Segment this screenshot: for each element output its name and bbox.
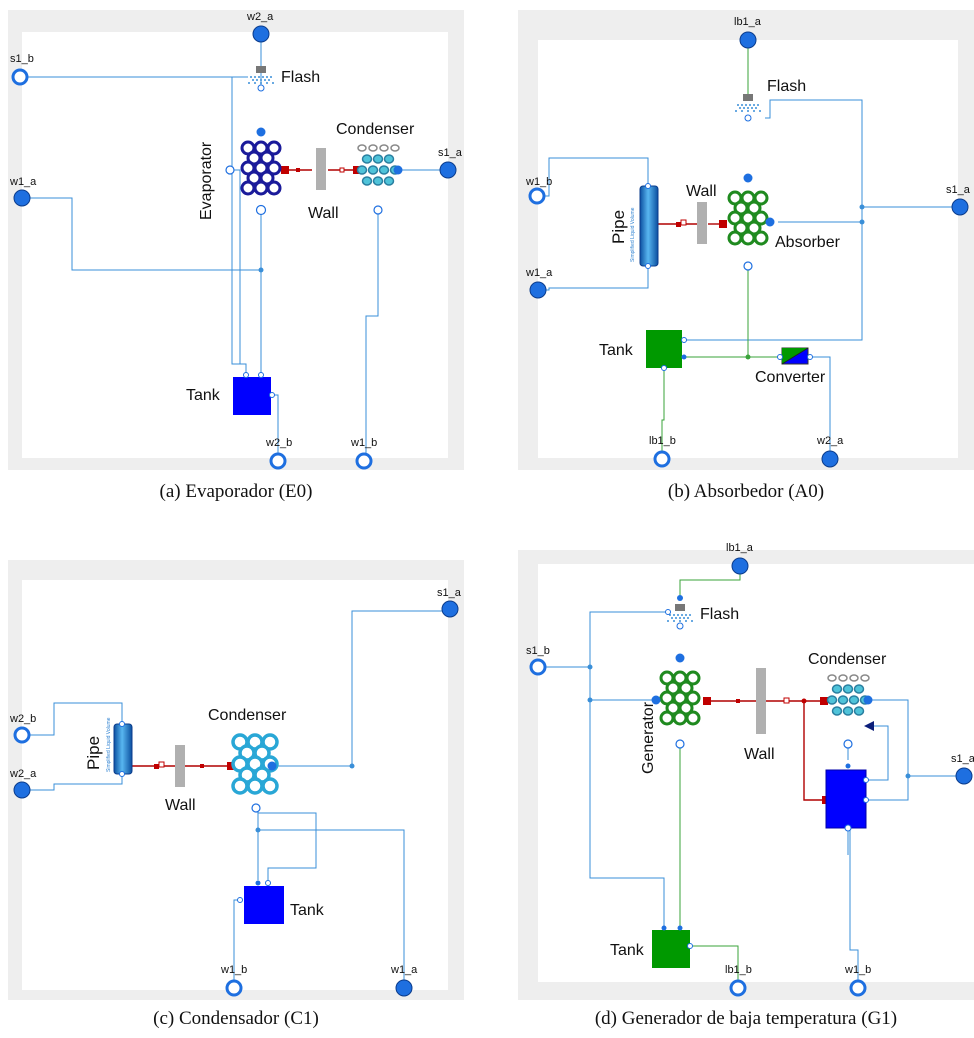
port-label: lb1_a [734, 16, 762, 28]
port-w1_b-icon[interactable] [849, 979, 867, 997]
pipe-sublabel: Simplified Liquid Volume [630, 207, 636, 262]
port-lb1_b-icon[interactable] [653, 450, 671, 468]
wall-icon [756, 668, 766, 734]
tank-icon [233, 377, 271, 415]
caption-c: (c) Condensador (C1) [153, 1008, 319, 1029]
port-s1_a-icon[interactable] [441, 600, 459, 618]
caption-d: (d) Generador de baja temperatura (G1) [594, 1008, 898, 1029]
port-label: s1_a [437, 587, 462, 599]
component-label: Wall [744, 746, 775, 763]
component-label: Wall [308, 205, 339, 222]
condenser-icon [826, 674, 871, 716]
port-label: w1_a [525, 267, 553, 279]
port-w1_a-icon[interactable] [529, 281, 547, 299]
port-label: w2_a [246, 11, 274, 23]
port-lb1_b-icon[interactable] [729, 979, 747, 997]
port-s1_b-icon[interactable] [11, 68, 29, 86]
panel-d-frame [518, 550, 974, 1000]
component-label: Absorber [775, 234, 841, 251]
port-label: w1_a [9, 176, 37, 188]
panel-a: w2_a s1_b w1_a s1_a w2_b w1_b Flash Cond… [9, 11, 463, 470]
component-label: Flash [281, 69, 320, 86]
port-s1_a-icon[interactable] [955, 767, 973, 785]
wall-icon [316, 148, 326, 190]
condenser-icon [356, 144, 401, 186]
panel-b: Simplified Liquid Volume lb1_a w1_b s [525, 16, 971, 468]
port-label: w2_b [265, 437, 292, 449]
port-w2_a-icon[interactable] [252, 25, 270, 43]
evaporator-coil-icon [240, 140, 282, 196]
component-label: Tank [290, 902, 325, 919]
condenser-tank-icon [825, 769, 867, 829]
port-label: w1_a [390, 964, 418, 976]
port-w2_b-icon[interactable] [13, 726, 31, 744]
component-label: Pipe [84, 736, 103, 770]
port-label: w2_b [9, 713, 36, 725]
component-label: Tank [186, 387, 221, 404]
component-label: Flash [767, 78, 806, 95]
absorber-coil-icon [727, 190, 769, 246]
component-label: Evaporator [198, 141, 215, 220]
component-label: Pipe [609, 210, 628, 244]
caption-a: (a) Evaporador (E0) [159, 481, 313, 502]
panel-b-frame [518, 10, 974, 470]
port-w1_a-icon[interactable] [395, 979, 413, 997]
component-label: Condenser [336, 121, 415, 138]
component-label: Flash [700, 606, 739, 623]
port-label: lb1_b [725, 964, 752, 976]
pipe-icon [113, 723, 133, 775]
port-s1_b-icon[interactable] [529, 658, 547, 676]
port-label: w1_b [844, 964, 871, 976]
port-s1_a-icon[interactable] [951, 198, 969, 216]
port-label: lb1_b [649, 435, 676, 447]
tank-icon [652, 930, 690, 968]
panel-d: lb1_a s1_b s1_a lb1_b w1_b Flash Condens… [526, 542, 974, 997]
generator-coil-icon [659, 670, 701, 726]
port-label: s1_b [10, 53, 34, 65]
wall-icon [175, 745, 185, 787]
component-label: Converter [755, 369, 826, 386]
port-w2_a-icon[interactable] [13, 781, 31, 799]
port-label: w1_b [220, 964, 247, 976]
converter-icon [781, 347, 809, 365]
component-label: Condenser [808, 651, 887, 668]
panel-a-frame [8, 10, 464, 470]
component-label: Tank [599, 342, 634, 359]
port-s1_a-icon[interactable] [439, 161, 457, 179]
port-label: s1_a [438, 147, 463, 159]
port-label: w1_b [350, 437, 377, 449]
component-label: Wall [686, 183, 717, 200]
component-label: Wall [165, 797, 196, 814]
port-w1_b-icon[interactable] [528, 187, 546, 205]
component-label: Condenser [208, 707, 287, 724]
tank-icon [646, 330, 682, 368]
port-w1_b-icon[interactable] [225, 979, 243, 997]
port-label: w1_b [525, 176, 552, 188]
port-label: w2_a [9, 768, 37, 780]
tank-icon [244, 886, 284, 924]
port-lb1_a-icon[interactable] [739, 31, 757, 49]
pipe-icon [639, 185, 659, 267]
flash-icon [735, 94, 761, 112]
port-lb1_a-icon[interactable] [731, 557, 749, 575]
port-label: s1_a [951, 753, 974, 765]
pipe-sublabel: Simplified Liquid Volume [106, 717, 112, 772]
component-label: Tank [610, 942, 645, 959]
caption-b: (b) Absorbedor (A0) [667, 481, 825, 502]
port-w2_b-icon[interactable] [269, 452, 287, 470]
component-label: Generator [640, 701, 657, 774]
panel-c: Simplified Liquid Volume s1_a w2_b w2_a … [9, 587, 462, 997]
port-w1_b-icon[interactable] [355, 452, 373, 470]
inlet-arrow-icon [864, 721, 874, 731]
heat-port-icon [281, 166, 289, 174]
flash-icon [667, 604, 693, 622]
wall-icon [697, 202, 707, 244]
port-w1_a-icon[interactable] [13, 189, 31, 207]
port-w2_a-icon[interactable] [821, 450, 839, 468]
port-label: s1_b [526, 645, 550, 657]
port-label: s1_a [946, 184, 971, 196]
port-label: w2_a [816, 435, 844, 447]
port-label: lb1_a [726, 542, 754, 554]
